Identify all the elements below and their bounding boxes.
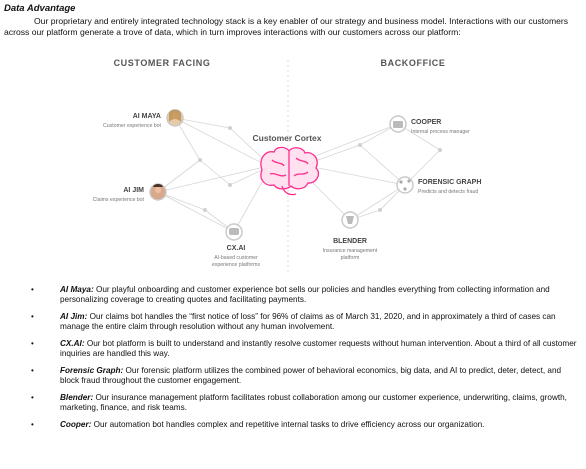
cxai-name: CX.AI xyxy=(227,245,246,252)
cooper-node: COOPER Internal process manager xyxy=(389,115,470,135)
blender-icon xyxy=(346,216,354,224)
network-icon xyxy=(399,179,411,191)
bullet-dot: • xyxy=(31,311,34,321)
bullet-dot: • xyxy=(31,285,34,294)
brain-icon xyxy=(260,146,320,196)
cxai-desc-line2: experience platforms xyxy=(212,262,261,268)
list-item: • Blender: Our insurance management plat… xyxy=(0,393,586,413)
bullet-name: CX.AI: xyxy=(60,338,85,348)
bullet-name: AI Maya: xyxy=(60,285,94,294)
bullet-text: Our claims bot handles the “first notice… xyxy=(60,311,556,332)
bullet-dot: • xyxy=(31,419,34,429)
bullet-text: Our automation bot handles complex and r… xyxy=(93,419,485,429)
blender-node: BLENDER Insurance management platform xyxy=(323,211,378,261)
forensic-name: FORENSIC GRAPH xyxy=(418,179,481,186)
list-item: • AI Maya: Our playful onboarding and cu… xyxy=(0,285,586,305)
cooper-name: COOPER xyxy=(411,119,441,126)
forensic-node: FORENSIC GRAPH Predicts and detects frau… xyxy=(396,176,481,195)
list-item: • AI Jim: Our claims bot handles the “fi… xyxy=(0,312,586,332)
list-item: • Cooper: Our automation bot handles com… xyxy=(0,420,586,430)
cortex-label: Customer Cortex xyxy=(253,133,322,143)
bullet-name: Forensic Graph: xyxy=(60,365,124,375)
bullet-name: Cooper: xyxy=(60,419,92,429)
bullet-text: Our playful onboarding and customer expe… xyxy=(60,285,550,305)
section-heading: Data Advantage xyxy=(4,3,76,14)
aijim-desc: Claims experience bot xyxy=(93,197,145,203)
bullet-dot: • xyxy=(31,392,34,402)
blender-desc-line1: Insurance management xyxy=(323,248,378,254)
aimaya-name: AI MAYA xyxy=(133,113,161,120)
forensic-desc: Predicts and detects fraud xyxy=(418,189,478,195)
bullet-text: Our insurance management platform facili… xyxy=(60,392,567,412)
bullet-text: Our forensic platform utilizes the combi… xyxy=(60,365,562,385)
cxai-node: CX.AI AI-based customer experience platf… xyxy=(212,223,261,268)
backoffice-title: BACKOFFICE xyxy=(381,58,446,68)
blender-desc-line2: platform xyxy=(341,255,360,261)
chat-icon xyxy=(229,228,239,235)
aijim-node: AI JIM Claims experience bot xyxy=(93,183,167,203)
bullet-dot: • xyxy=(31,365,34,375)
briefcase-icon xyxy=(393,121,403,128)
list-item: • Forensic Graph: Our forensic platform … xyxy=(0,366,586,386)
customer-facing-title: CUSTOMER FACING xyxy=(114,58,211,68)
list-item: • CX.AI: Our bot platform is built to un… xyxy=(0,339,586,359)
aijim-name: AI JIM xyxy=(123,187,144,194)
network-dots xyxy=(198,126,442,212)
cxai-desc-line1: AI-based customer xyxy=(214,255,258,261)
bullet-name: AI Jim: xyxy=(60,311,88,321)
aimaya-desc: Customer experience bot xyxy=(103,123,162,129)
platform-diagram: CUSTOMER FACING BACKOFFICE xyxy=(93,58,481,275)
bullet-dot: • xyxy=(31,338,34,348)
blender-name: BLENDER xyxy=(333,238,367,245)
bullet-text: Our bot platform is built to understand … xyxy=(60,338,577,359)
cooper-desc: Internal process manager xyxy=(411,129,470,135)
bullet-name: Blender: xyxy=(60,392,94,402)
bullet-list: • AI Maya: Our playful onboarding and cu… xyxy=(0,285,586,436)
intro-paragraph: Our proprietary and entirely integrated … xyxy=(4,16,569,37)
aimaya-node: AI MAYA Customer experience bot xyxy=(103,109,184,129)
